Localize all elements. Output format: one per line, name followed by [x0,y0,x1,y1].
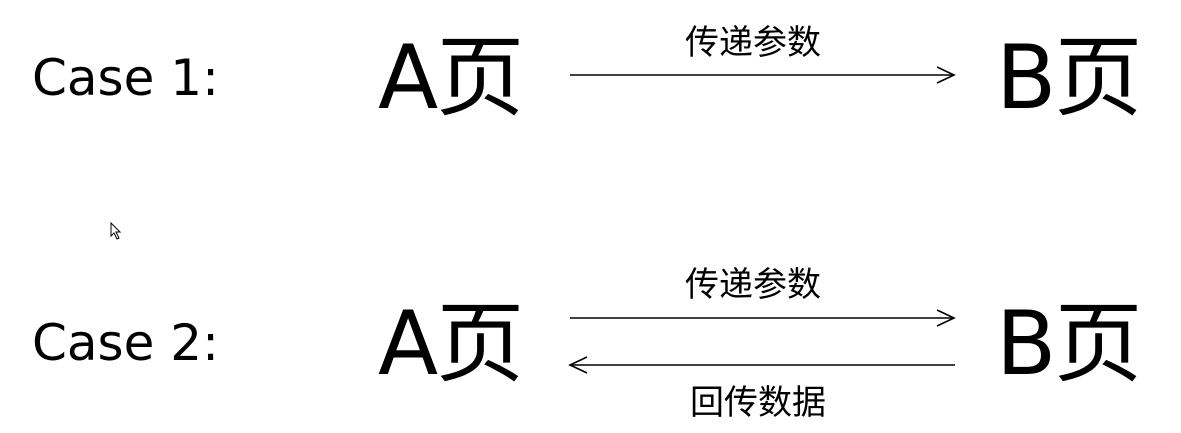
case2-forward-label: 传递参数 [685,265,821,305]
case2-forward-arrow [570,309,956,327]
case1-forward-label: 传递参数 [685,23,821,63]
case1-forward-arrow [570,66,956,84]
case2-label: Case 2: [32,314,219,372]
case2-backward-arrow [568,356,955,374]
case2-page-a: A页 [378,292,524,395]
case1-page-b: B页 [996,26,1142,129]
case1-page-a: A页 [378,26,524,129]
case1-label: Case 1: [32,49,219,107]
case2-backward-label: 回传数据 [690,383,826,423]
mouse-pointer-icon [110,222,122,240]
case2-page-b: B页 [996,292,1142,395]
